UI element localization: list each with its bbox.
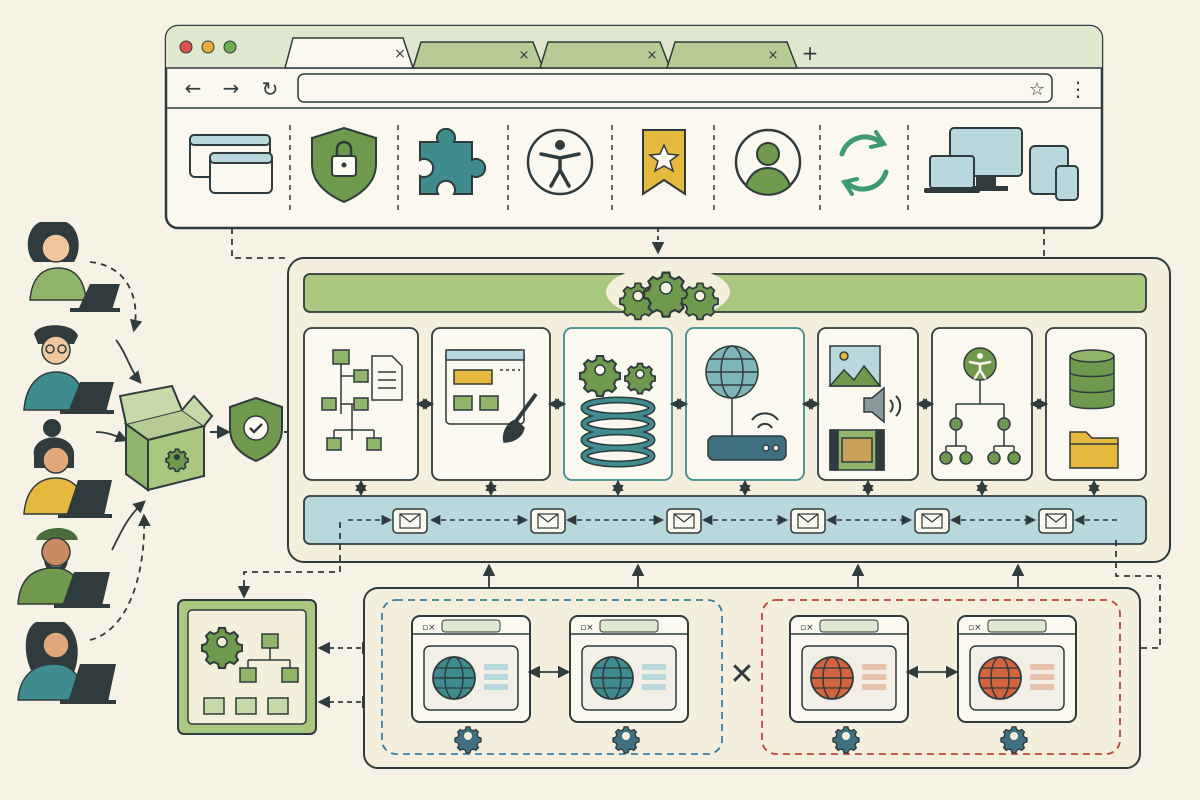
users-group xyxy=(17,222,120,704)
menu-button[interactable]: ⋮ xyxy=(1068,77,1088,101)
reload-button[interactable]: ↻ xyxy=(262,77,279,101)
verified-shield-icon xyxy=(229,396,283,463)
user-5 xyxy=(17,622,116,704)
user-1 xyxy=(27,222,120,312)
user-2 xyxy=(23,325,114,414)
javascript-engine-module xyxy=(563,327,673,481)
extension-puzzle-icon xyxy=(419,127,487,195)
new-tab-button[interactable]: + xyxy=(802,41,819,65)
renderer-process-window: ▫× xyxy=(569,615,689,723)
forward-button[interactable]: → xyxy=(223,76,240,100)
minimize-window-dot[interactable] xyxy=(201,40,215,54)
isolation-cross-icon: ✕ xyxy=(729,657,754,692)
sync-icon xyxy=(839,130,889,196)
process-manager-panel xyxy=(177,599,317,735)
message-envelope-icon xyxy=(790,508,826,534)
svg-text:▫×: ▫× xyxy=(422,623,436,633)
accessibility-icon xyxy=(526,128,594,196)
message-envelope-icon xyxy=(666,508,702,534)
renderer-process-window: ▫× xyxy=(789,615,909,723)
message-envelopes xyxy=(392,508,1074,534)
site-group-red xyxy=(761,599,1121,755)
tab-4[interactable]: × xyxy=(665,41,799,69)
message-envelope-icon xyxy=(392,508,428,534)
rendering-paint-icon xyxy=(445,349,538,443)
media-icon xyxy=(828,345,902,471)
security-lock-icon xyxy=(311,126,377,204)
close-window-dot[interactable] xyxy=(179,40,193,54)
process-gear-icon xyxy=(454,726,482,754)
tab-close-icon[interactable]: × xyxy=(647,48,658,63)
bookmark-star-icon xyxy=(642,129,686,196)
process-gear-icon xyxy=(832,726,860,754)
message-envelope-icon xyxy=(914,508,950,534)
storage-icon xyxy=(1069,349,1119,469)
process-gear-icon xyxy=(1000,726,1028,754)
javascript-engine-icon xyxy=(579,355,656,468)
gears-icon xyxy=(619,271,719,321)
renderer-processes-container: ✕ ▫× ▫× xyxy=(363,587,1141,769)
windows-icon xyxy=(189,134,273,194)
address-bar[interactable] xyxy=(297,73,1053,103)
svg-text:▫×: ▫× xyxy=(580,623,594,633)
dom-tree-module xyxy=(303,327,419,481)
tab-2[interactable]: × xyxy=(411,41,545,69)
renderer-process-window: ▫× xyxy=(411,615,531,723)
accessibility-tree-module xyxy=(931,327,1033,481)
process-gear-icon xyxy=(612,726,640,754)
tab-close-icon[interactable]: × xyxy=(768,48,779,63)
maximize-window-dot[interactable] xyxy=(223,40,237,54)
dom-tree-icon xyxy=(321,349,403,451)
back-button[interactable]: ← xyxy=(185,76,202,100)
user-3 xyxy=(23,419,112,518)
tab-3[interactable]: × xyxy=(538,41,672,69)
svg-text:▫×: ▫× xyxy=(800,623,814,633)
engine-container xyxy=(287,257,1171,563)
networking-icon xyxy=(705,345,787,461)
storage-module xyxy=(1045,327,1147,481)
package-box-icon xyxy=(118,384,214,492)
cross-device-icon xyxy=(924,127,1079,201)
rendering-module xyxy=(431,327,551,481)
process-manager-icon xyxy=(201,627,299,715)
site-group-blue xyxy=(381,599,723,755)
bookmark-star-button[interactable]: ☆ xyxy=(1029,79,1045,100)
tab-close-icon[interactable]: × xyxy=(519,48,530,63)
user-4 xyxy=(17,527,110,608)
message-bus xyxy=(303,495,1147,545)
accessibility-tree-icon xyxy=(939,347,1021,465)
networking-module xyxy=(685,327,805,481)
message-envelope-icon xyxy=(1038,508,1074,534)
renderer-process-window: ▫× xyxy=(957,615,1077,723)
profile-icon xyxy=(734,128,802,196)
tab-close-icon[interactable]: × xyxy=(394,46,406,62)
media-module xyxy=(817,327,919,481)
svg-text:▫×: ▫× xyxy=(968,623,982,633)
message-envelope-icon xyxy=(530,508,566,534)
tab-1[interactable]: × xyxy=(284,37,415,69)
browser-window: × × × × + ← → ↻ ☆ ⋮ xyxy=(164,24,1104,230)
